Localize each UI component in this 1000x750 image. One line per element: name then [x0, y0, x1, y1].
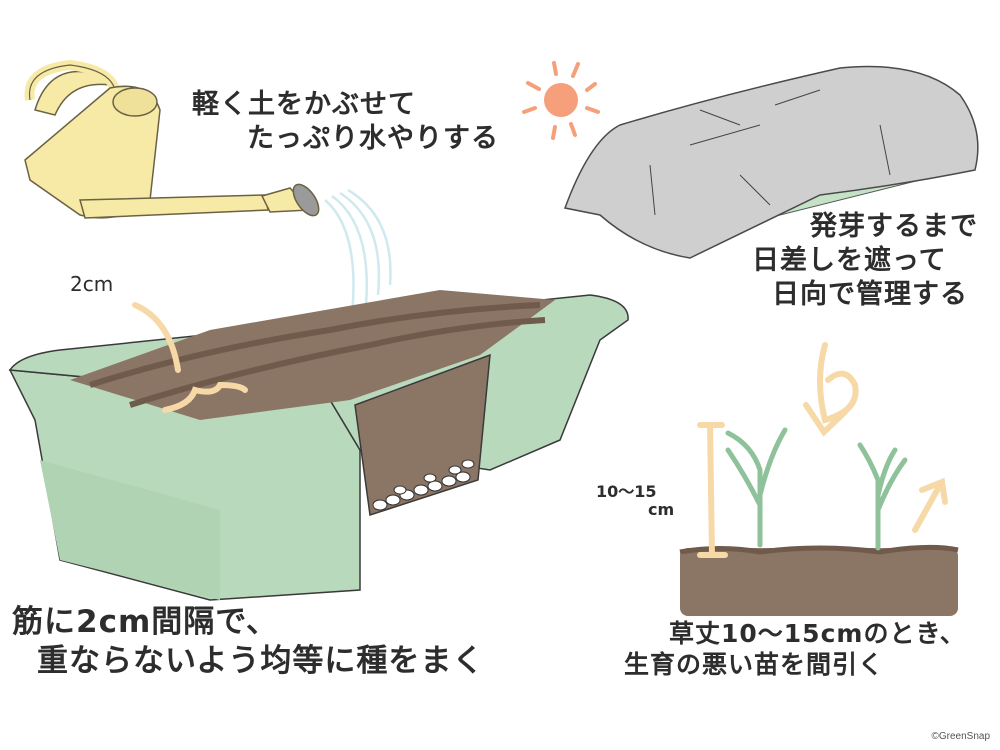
copyright-text: ©GreenSnap	[931, 731, 990, 742]
water-spray-icon	[324, 188, 392, 316]
watering-caption-line2: たっぷり水やりする	[247, 122, 499, 154]
row-spacing-label: 2cm	[70, 272, 114, 296]
sowing-caption-line2: 重ならないよう均等に種をまく	[37, 642, 485, 679]
shade-caption-line2: 日差しを遮って	[752, 244, 947, 276]
seedling-bed-icon	[679, 544, 959, 616]
watering-can-icon	[24, 59, 320, 219]
plant-height-label: 10〜15 cm	[596, 483, 674, 518]
watering-caption: 軽く土をかぶせて たっぷり水やりする	[192, 88, 499, 156]
thinning-caption-line1: 草丈10〜15cmのとき、	[669, 619, 966, 648]
sowing-caption-line1: 筋に2cm間隔で、	[12, 604, 279, 640]
plant-height-value: 10〜15	[596, 482, 657, 501]
seed-arrow-icon	[132, 302, 248, 413]
sun-icon	[522, 61, 600, 140]
sowing-caption: 筋に2cm間隔で、 重ならないよう均等に種をまく	[12, 603, 484, 681]
shade-caption-line3: 日向で管理する	[772, 278, 968, 310]
shade-caption-line1: 発芽するまで	[810, 211, 978, 242]
thinning-caption-line2: 生育の悪い苗を間引く	[624, 650, 885, 680]
plant-height-unit: cm	[648, 499, 675, 519]
shade-caption: 発芽するまで 日差しを遮って 日向で管理する	[752, 210, 978, 311]
thinning-caption: 草丈10〜15cmのとき、 生育の悪い苗を間引く	[624, 618, 966, 681]
planter-box-icon	[8, 290, 629, 601]
arrow-icon	[697, 342, 948, 558]
shade-cover-icon	[563, 65, 979, 259]
seedling-icon	[725, 427, 908, 551]
watering-caption-line1: 軽く土をかぶせて	[192, 89, 416, 120]
